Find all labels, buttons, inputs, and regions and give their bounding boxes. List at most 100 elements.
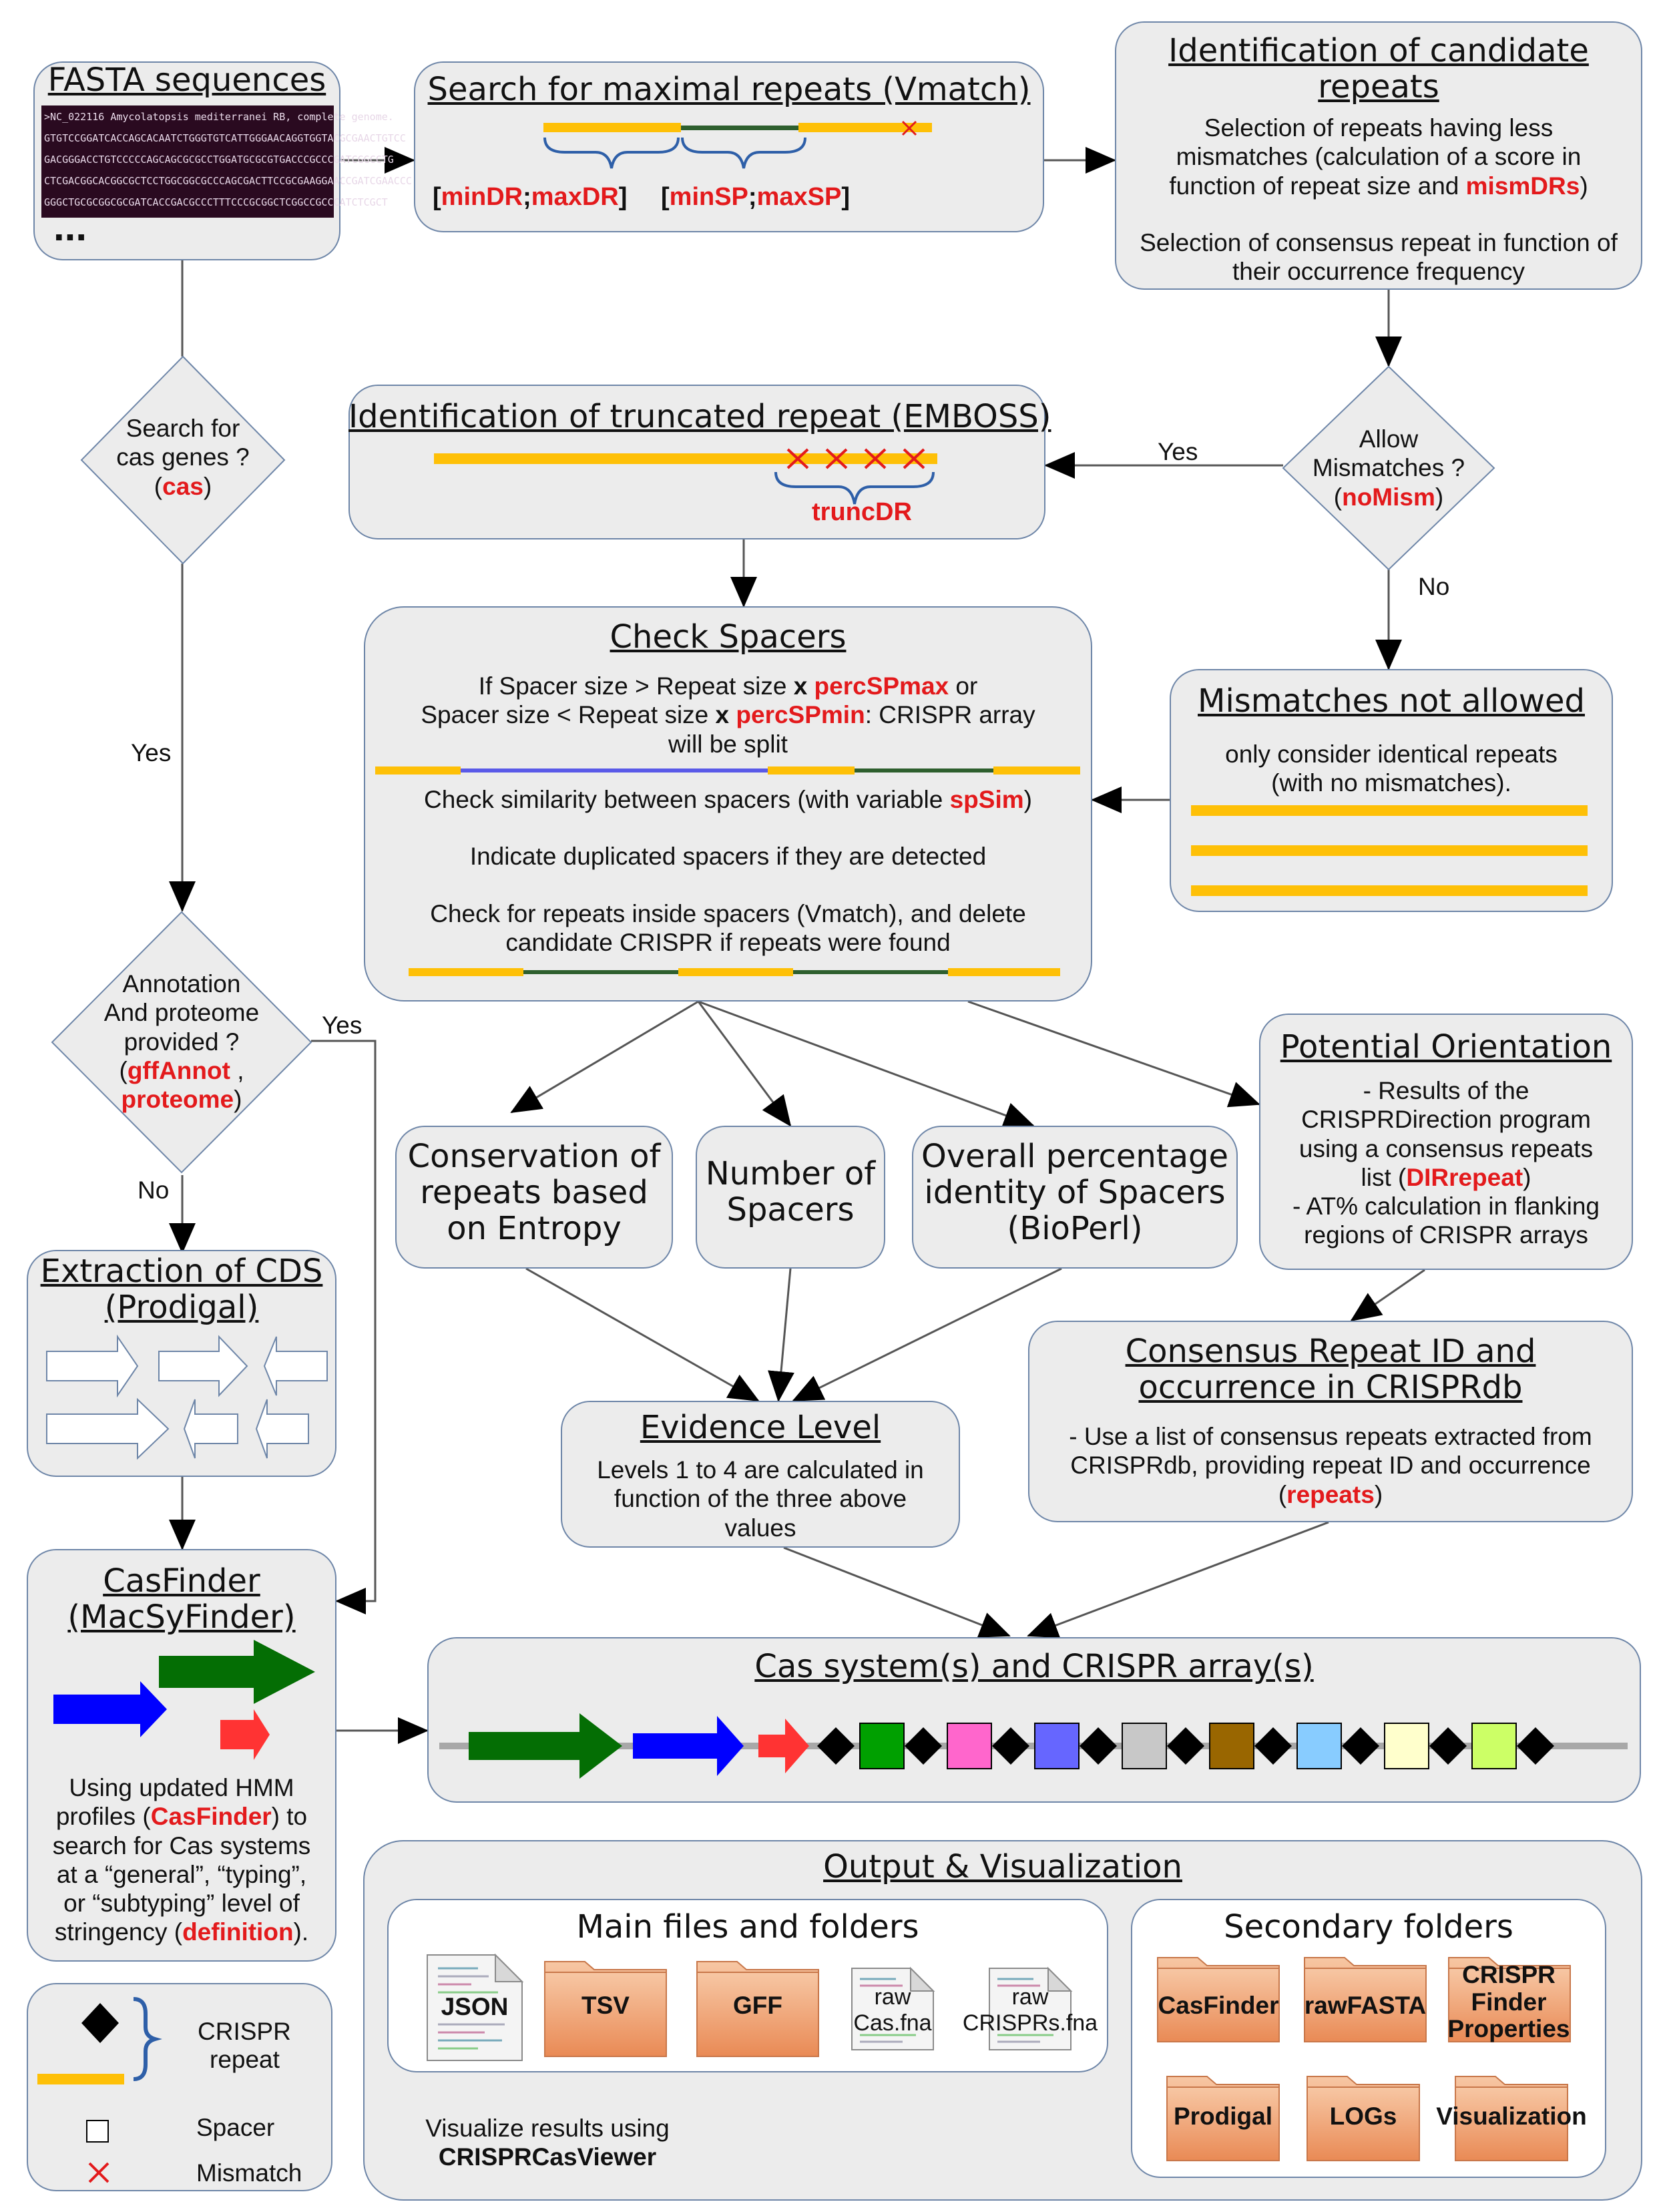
overall-line-2: identity of Spacers xyxy=(924,1173,1226,1211)
consensus-title-2: occurrence in CRISPRdb xyxy=(1138,1369,1523,1406)
check-spacers-box xyxy=(364,606,1092,1002)
orientation-line-3: using a consensus repeats xyxy=(1298,1134,1594,1162)
arrow-number-evidence xyxy=(768,1268,794,1402)
check-line-2b: : CRISPR array xyxy=(865,701,1035,729)
repeat-diamond-icon xyxy=(817,1727,855,1765)
cas-open: ( xyxy=(154,472,163,500)
truncated-repeat-diagram xyxy=(434,448,937,505)
allow-no-label: No xyxy=(1418,573,1450,600)
identical-repeats-bars xyxy=(1191,805,1588,896)
cds-gene-arrows xyxy=(46,1334,328,1460)
visualization-folder-label: Visualization xyxy=(1436,2103,1587,2130)
gff-folder-icon xyxy=(696,1961,819,2057)
extraction-title-2: (Prodigal) xyxy=(104,1289,259,1326)
spacer-square xyxy=(1296,1723,1342,1769)
sp-sep: ; xyxy=(748,183,757,211)
param-truncDR: truncDR xyxy=(812,498,912,526)
check-line-1b: or xyxy=(949,672,978,700)
spacer-square xyxy=(1122,1723,1167,1769)
overall-box xyxy=(912,1126,1238,1269)
legend-graphics xyxy=(37,1997,162,2183)
number-spacers-box xyxy=(696,1126,885,1269)
visualize-line-2: CRISPRCasViewer xyxy=(438,2143,657,2171)
orientation-line-4b: ) xyxy=(1523,1163,1531,1191)
track-green-gene-icon xyxy=(469,1713,622,1779)
rawfasta-folder-label: rawFASTA xyxy=(1304,1992,1427,2019)
param-percSPmin: percSPmin xyxy=(736,701,865,729)
arrow-check-overall xyxy=(698,1000,1035,1128)
fasta-ellipsis: ... xyxy=(53,204,87,249)
check-line-5: Indicate duplicated spacers if they are … xyxy=(469,843,987,871)
legend-repeat-diamond-icon xyxy=(81,2003,119,2043)
casfinder-title-1: CasFinder xyxy=(103,1562,260,1600)
param-repeats: repeats xyxy=(1286,1480,1375,1508)
param-DIRrepeat: DIRrepeat xyxy=(1406,1163,1523,1191)
identification-line-3b: ) xyxy=(1580,172,1588,200)
orientation-text: - Results of the CRISPRDirection program… xyxy=(1259,1076,1633,1250)
identification-line-5: their occurrence frequency xyxy=(1232,258,1525,286)
casfinder-line-2: profiles (CasFinder) to xyxy=(27,1802,336,1831)
check-spacers-text-top: If Spacer size > Repeat size x percSPmax… xyxy=(364,672,1092,758)
annot-line-3: provided ? xyxy=(124,1028,240,1056)
check-line-2x: x xyxy=(715,701,730,729)
consensus-box xyxy=(1028,1321,1633,1522)
casfinder-text: Using updated HMM profiles (CasFinder) t… xyxy=(27,1773,336,1947)
gene-arrow-icon xyxy=(263,1336,328,1396)
orientation-line-2: CRISPRDirection program xyxy=(1301,1106,1591,1134)
identification-line-4: Selection of consensus repeat in functio… xyxy=(1140,228,1618,256)
arrow-annotation-casfinder xyxy=(311,1040,377,1614)
identification-title-2: repeats xyxy=(1318,68,1439,105)
conservation-box xyxy=(395,1126,673,1269)
arrow-check-conservation xyxy=(510,1000,699,1114)
evidence-line-3: values xyxy=(724,1514,796,1542)
mismatches-line-2: (with no mismatches). xyxy=(1271,769,1511,797)
repeat-diamond-icon xyxy=(905,1727,942,1765)
cas-decision-line-3: (cas) xyxy=(79,472,287,501)
arrow-conservation-evidence xyxy=(525,1267,760,1402)
json-label: JSON xyxy=(441,1993,509,2020)
identification-line-2: mismatches (calculation of a score in xyxy=(1176,143,1582,171)
raw-cas-label-text: raw Cas.fna xyxy=(853,1984,932,2036)
sp-open: [ xyxy=(661,183,670,211)
vmatch-title: Search for maximal repeats (Vmatch) xyxy=(427,71,1031,108)
json-file-icon xyxy=(427,1953,524,2061)
prodigal-folder-label: Prodigal xyxy=(1173,2103,1273,2130)
consensus-line-3: (repeats) xyxy=(1028,1480,1633,1509)
cas-system-title: Cas system(s) and CRISPR array(s) xyxy=(754,1648,1314,1685)
annot-line-1: Annotation xyxy=(122,970,241,998)
fasta-line-3: GACGGGACCTGTCCCCCAGCAGCGCGCCTGGATGCGCGTG… xyxy=(44,154,394,166)
annot-open: ( xyxy=(119,1056,128,1084)
logs-folder-icon xyxy=(1307,2076,1420,2161)
legend-brace-icon xyxy=(133,1997,162,2081)
param-spSim: spSim xyxy=(949,786,1024,813)
fasta-title: FASTA sequences xyxy=(47,61,326,99)
casfinder-line-6b: ). xyxy=(293,1918,309,1946)
casfinder-line-2b: ) to xyxy=(271,1803,308,1831)
orientation-line-1: - Results of the xyxy=(1363,1077,1529,1104)
casfinder-folder-label: CasFinder xyxy=(1158,1992,1279,2019)
annot-close: ) xyxy=(234,1086,242,1114)
main-files-title: Main files and folders xyxy=(576,1908,919,1946)
dr-close: ] xyxy=(618,183,628,211)
param-proteome: proteome xyxy=(121,1086,234,1114)
check-spacers-text-bottom: Check similarity between spacers (with v… xyxy=(364,785,1092,957)
repeat-diamond-icon xyxy=(1342,1727,1379,1765)
arrow-consensus-cassystem xyxy=(1027,1521,1329,1638)
allow-decision-text: Allow Mismatches ? (noMism) xyxy=(1280,425,1497,511)
gene-arrow-icon xyxy=(158,1335,248,1397)
arrow-check-orientation xyxy=(967,1000,1260,1108)
gene-arrow-blue-icon xyxy=(53,1681,167,1737)
check-line-2a: Spacer size < Repeat size xyxy=(421,701,716,729)
tsv-label: TSV xyxy=(581,1992,630,2019)
cas-system-box xyxy=(427,1637,1641,1803)
param-CasFinder: CasFinder xyxy=(150,1803,272,1831)
check-line-6: Check for repeats inside spacers (Vmatch… xyxy=(430,899,1026,927)
identification-title-1: Identification of candidate xyxy=(1168,32,1589,69)
param-definition: definition xyxy=(182,1918,294,1946)
truncated-repeat-bar xyxy=(434,453,937,464)
track-blue-gene-icon xyxy=(633,1716,744,1776)
arrow-orientation-consensus xyxy=(1350,1269,1425,1322)
gff-label: GFF xyxy=(733,1992,782,2019)
